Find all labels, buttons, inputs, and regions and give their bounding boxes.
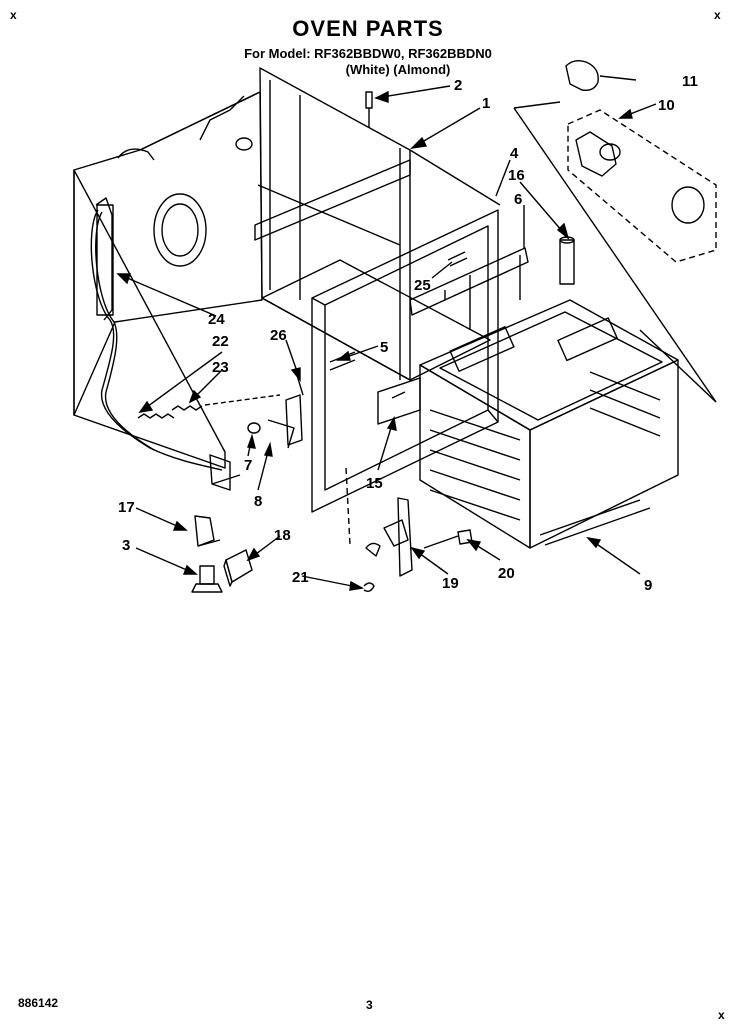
callout-11: 11 <box>682 73 698 90</box>
callout-1: 1 <box>482 95 490 112</box>
leveling-leg <box>191 565 223 593</box>
callout-21: 21 <box>292 569 309 586</box>
page-number: 3 <box>366 998 373 1012</box>
dashed-link <box>345 467 351 546</box>
oven-rack-assembly <box>419 299 679 549</box>
page-title: OVEN PARTS <box>292 16 444 41</box>
screw-20 <box>423 529 473 549</box>
callout-23: 23 <box>212 359 229 376</box>
callout-7: 7 <box>244 457 252 474</box>
oven-light-assembly <box>513 59 717 403</box>
callout-10: 10 <box>658 97 675 114</box>
terminal-block <box>223 549 253 587</box>
corner-mark-top-right: x <box>714 8 721 22</box>
callout-15: 15 <box>366 475 383 492</box>
callout-26: 26 <box>270 327 287 344</box>
document-number: 886142 <box>18 996 59 1010</box>
callout-22: 22 <box>212 333 229 350</box>
callout-2: 2 <box>454 77 462 94</box>
callout-19: 19 <box>442 575 459 592</box>
rack-support-rod <box>559 236 575 285</box>
door-hinge-parts <box>247 371 304 449</box>
corner-mark-bottom-right: x <box>718 1008 725 1022</box>
callout-6: 6 <box>514 191 522 208</box>
callout-20: 20 <box>498 565 515 582</box>
broil-element-screws <box>447 251 468 267</box>
corner-mark-top-left: x <box>10 8 17 22</box>
color-line: (White) (Almond) <box>345 62 451 77</box>
broil-element-bracket <box>409 247 529 330</box>
callout-24: 24 <box>208 311 225 328</box>
bottom-rail <box>209 454 241 491</box>
oven-cabinet <box>254 67 501 381</box>
door-lock-bracket <box>365 497 413 577</box>
clip-21 <box>363 582 375 593</box>
callout-4: 4 <box>510 145 519 162</box>
callout-25: 25 <box>414 277 431 294</box>
leveling-bracket <box>194 515 221 547</box>
left-side-panel <box>73 91 263 469</box>
callout-16: 16 <box>508 167 525 184</box>
callout-3: 3 <box>122 537 130 554</box>
callout-9: 9 <box>644 577 652 594</box>
wiring-harness <box>90 209 223 471</box>
screw-2 <box>365 91 373 128</box>
front-frame <box>311 209 499 513</box>
callout-8: 8 <box>254 493 262 510</box>
callout-18: 18 <box>274 527 291 544</box>
rack-guide-assembly <box>329 351 421 425</box>
callout-5: 5 <box>380 339 388 356</box>
door-springs <box>137 394 281 419</box>
model-line: For Model: RF362BBDW0, RF362BBDN0 <box>244 46 492 61</box>
callout-17: 17 <box>118 499 135 516</box>
leader-lines <box>116 75 657 591</box>
